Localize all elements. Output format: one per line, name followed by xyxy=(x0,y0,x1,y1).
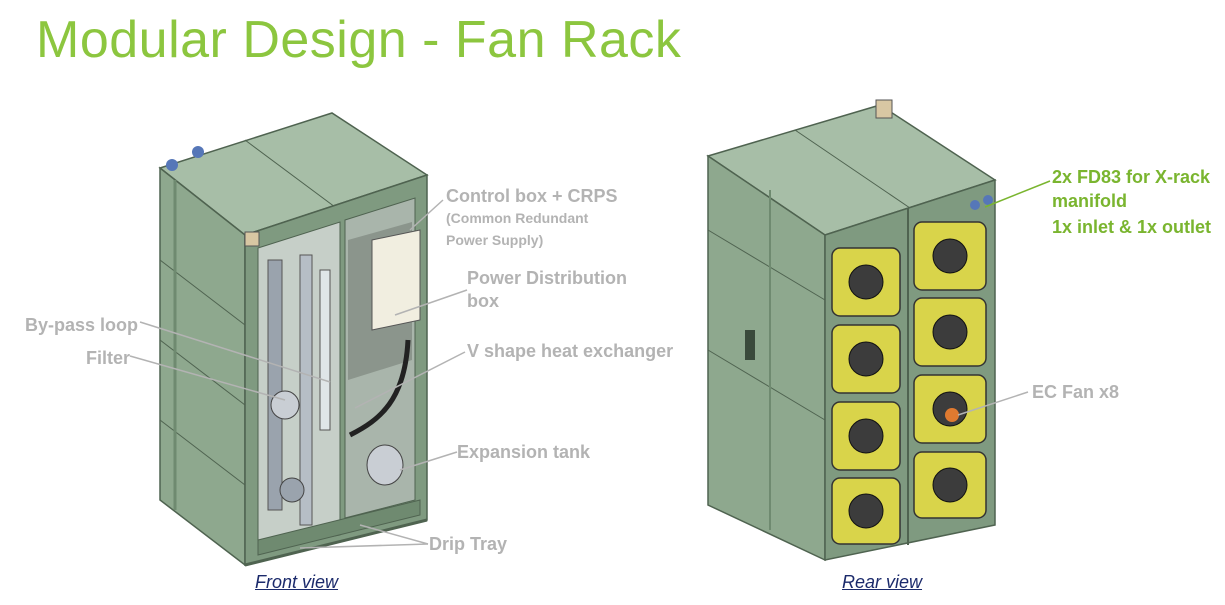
power-distribution-label-2: box xyxy=(467,291,500,311)
ec-fan-leader-line xyxy=(957,391,1029,416)
power-distribution-label: Power Distribution xyxy=(467,268,628,288)
control-box-sub-label-1: (Common Redundant xyxy=(446,210,589,226)
front-leader-lines xyxy=(129,199,468,549)
filter-label: Filter xyxy=(86,348,131,368)
bypass-loop-label: By-pass loop xyxy=(25,315,139,335)
control-box-label: Control box + CRPS xyxy=(446,186,618,206)
expansion-tank-label: Expansion tank xyxy=(457,442,591,462)
control-box-sub-label-2: Power Supply) xyxy=(446,232,544,248)
rear-view-caption[interactable]: Rear view xyxy=(842,572,923,592)
front-rack-image xyxy=(158,112,429,567)
rear-rack-image xyxy=(706,99,997,562)
ec-fan-label: EC Fan x8 xyxy=(1032,382,1120,402)
v-shape-heat-exchanger-label: V shape heat exchanger xyxy=(467,341,674,361)
front-view-caption[interactable]: Front view xyxy=(255,572,339,592)
fd83-label-3: 1x inlet & 1x outlet xyxy=(1052,217,1212,237)
fd83-leader-line xyxy=(984,180,1051,208)
fd83-label-1: 2x FD83 for X-rack xyxy=(1052,167,1211,187)
drip-tray-label: Drip Tray xyxy=(429,534,508,554)
fd83-label-2: manifold xyxy=(1052,191,1127,211)
page-title: Modular Design - Fan Rack xyxy=(36,11,682,69)
